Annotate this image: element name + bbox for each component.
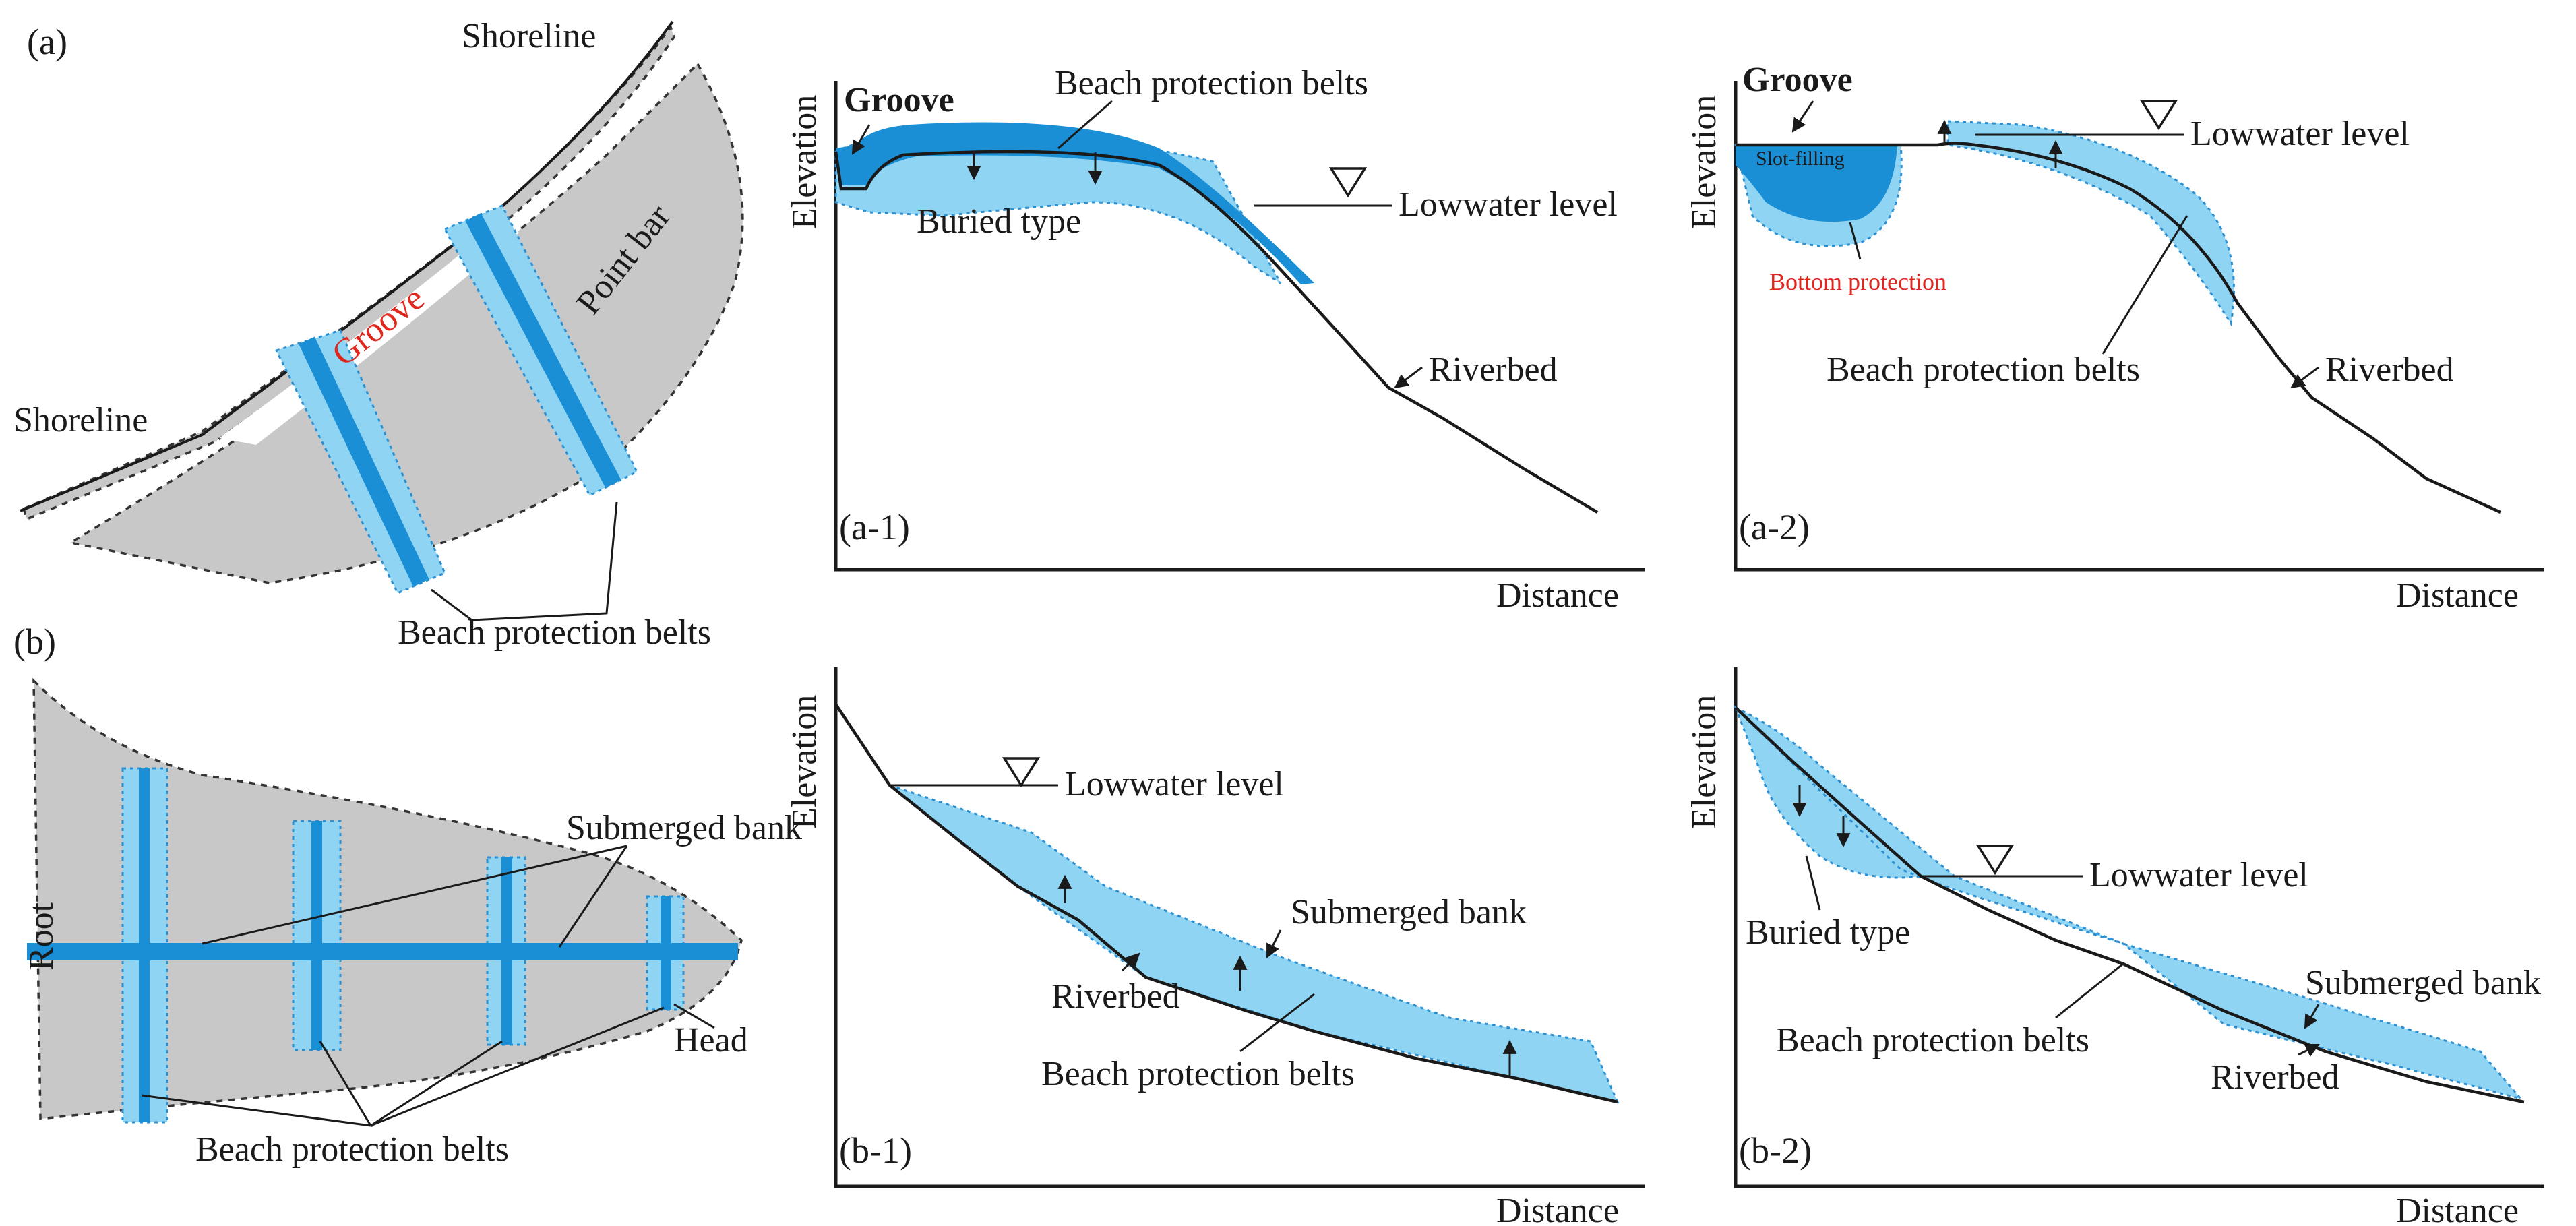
b1-xlabel: Distance (1496, 1192, 1619, 1226)
b2-belts-label: Beach protection belts (1776, 1021, 2089, 1060)
b2-submerged-arrow (2304, 1004, 2320, 1029)
b1-submerged-arrow (1266, 929, 1282, 958)
a2-riverbed-arrow (2290, 366, 2319, 389)
b-belts-label: Beach protection belts (195, 1130, 509, 1169)
b1-belts-label: Beach protection belts (1041, 1055, 1355, 1093)
b2-buried-leader (1805, 855, 1821, 911)
a2-lowwater-label: Lowwater level (2190, 115, 2410, 153)
b1-lowwater-icon (1002, 757, 1041, 788)
b1-riverbed (834, 703, 1618, 1104)
a1-lowwater-icon (1328, 167, 1368, 198)
b1-riverbed-arrow (1121, 952, 1140, 972)
a2-slot-filling-label: Slot-filling (1756, 148, 1845, 170)
b2-belts-leader (2055, 962, 2124, 1019)
b-submerged-leader-1 (202, 845, 627, 945)
b2-buried-label: Buried type (1746, 913, 1910, 952)
b-belts-leaders (141, 1006, 665, 1127)
b2-riverbed-label: Riverbed (2211, 1058, 2339, 1097)
b2-submerged-label: Submerged bank (2305, 964, 2541, 1002)
cross-belt-2 (292, 820, 342, 1051)
b2-surface-belt (1734, 706, 2524, 1101)
a1-groove-arrow (851, 124, 871, 155)
b2-ylabel: Elevation (1685, 695, 1723, 829)
b1-ylabel: Elevation (785, 695, 824, 829)
a1-belts-label: Beach protection belts (1055, 64, 1368, 102)
a1-riverbed-label: Riverbed (1429, 350, 1558, 389)
a2-groove-arrow (1791, 100, 1814, 133)
a2-belts-leader (2102, 215, 2188, 355)
b-submerged-label: Submerged bank (566, 809, 802, 847)
b1-submerged-label: Submerged bank (1291, 893, 1527, 931)
a2-ylabel: Elevation (1685, 95, 1723, 229)
b1-axes (834, 667, 1645, 1188)
a1-belts-leader (1057, 100, 1113, 150)
a1-lowwater-label: Lowwater level (1399, 185, 1618, 224)
panel-a-tag: (a) (27, 22, 67, 62)
panel-b1: Elevation Distance (b-1) Lowwater level … (785, 667, 1645, 1226)
a1-riverbed-arrow (1394, 366, 1423, 389)
panel-b-tag: (b) (13, 621, 56, 662)
a2-tag: (a-2) (1739, 507, 1810, 547)
belts-label: Beach protection belts (398, 613, 711, 652)
a2-xlabel: Distance (2396, 576, 2519, 615)
a1-buried-label: Buried type (917, 202, 1081, 241)
panel-a2: Elevation Distance (a-2) Groove Slot-fil… (1685, 61, 2544, 615)
head-leader (673, 1003, 715, 1029)
b2-xlabel: Distance (2396, 1192, 2519, 1226)
root-label: Root (22, 902, 61, 971)
a1-ylabel: Elevation (785, 95, 824, 229)
a1-groove-label: Groove (844, 81, 954, 119)
b2-riverbed-arrow (2298, 1043, 2320, 1057)
panel-b: (b) Root Submerged bank Head Beach prote… (13, 621, 802, 1169)
a2-slot-filling (1736, 145, 1897, 222)
shoreline-top-label: Shoreline (462, 17, 596, 55)
a2-riverbed-label: Riverbed (2325, 350, 2454, 389)
b2-tag: (b-2) (1739, 1130, 1812, 1171)
a2-bottom-leader (1849, 222, 1862, 260)
b-submerged-leader-2 (558, 845, 628, 948)
a2-lowwater-icon (2139, 100, 2178, 131)
a1-tag: (a-1) (839, 507, 910, 547)
a2-groove-label: Groove (1742, 61, 1853, 99)
belts-leader (431, 501, 618, 621)
belt-right (443, 204, 639, 497)
panel-a: (a) Shoreline Shoreline Groove Point bar… (13, 17, 744, 652)
b2-lowwater-icon (1975, 845, 2015, 876)
b1-belts-leader (1239, 993, 1315, 1053)
a2-riverbed (1736, 142, 2501, 514)
a2-axes (1734, 81, 2544, 572)
b2-riverbed (1734, 706, 2525, 1104)
b2-axes (1734, 667, 2544, 1188)
panel-a1: Elevation Distance (a-1) Groove Beach pr… (785, 64, 1645, 615)
submerged-bank-area (32, 677, 743, 1120)
b1-riverbed-label: Riverbed (1051, 977, 1180, 1016)
belt-left (274, 329, 446, 594)
b2-lowwater-label: Lowwater level (2089, 856, 2308, 894)
panel-b2: Elevation Distance (b-2) Lowwater level … (1685, 667, 2544, 1226)
head-label: Head (674, 1021, 748, 1060)
b1-tag: (b-1) (839, 1130, 912, 1171)
b1-belt (889, 784, 1620, 1104)
a2-belt (1946, 120, 2235, 327)
a1-xlabel: Distance (1496, 576, 1619, 615)
shoreline-left-label: Shoreline (13, 401, 148, 439)
a2-belts-label: Beach protection belts (1827, 350, 2140, 389)
b1-lowwater-label: Lowwater level (1065, 765, 1284, 803)
a2-bottom-protection-label: Bottom protection (1769, 268, 1946, 295)
a1-axes (834, 81, 1645, 572)
groove-band (219, 222, 519, 445)
a1-riverbed (834, 150, 1599, 514)
